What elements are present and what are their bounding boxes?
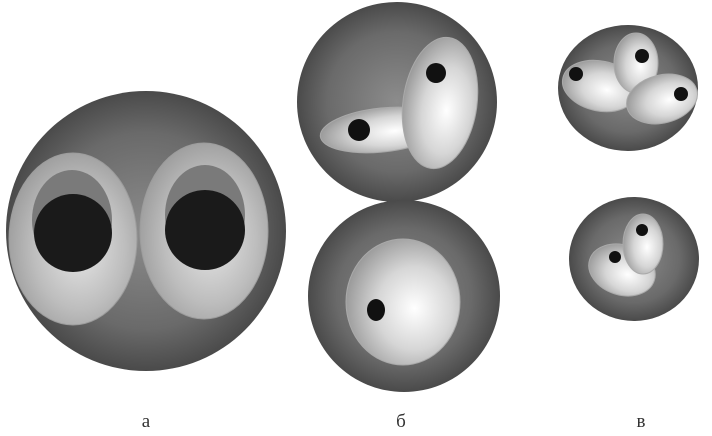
panel-label-b: б bbox=[396, 411, 406, 432]
nucleus bbox=[609, 251, 621, 263]
nucleus-left bbox=[34, 194, 112, 272]
nucleus bbox=[426, 63, 446, 83]
nucleus bbox=[367, 299, 385, 321]
nucleus bbox=[569, 67, 583, 81]
nucleus bbox=[635, 49, 649, 63]
inner-cell-top bbox=[623, 214, 663, 274]
nucleus bbox=[348, 119, 370, 141]
nucleus bbox=[674, 87, 688, 101]
panel-b-top bbox=[297, 2, 497, 202]
inner-cell bbox=[346, 239, 460, 365]
panel-label-a: а bbox=[142, 411, 151, 432]
panel-a bbox=[6, 91, 286, 371]
panel-b-bottom bbox=[308, 200, 500, 392]
panel-v-top bbox=[558, 25, 703, 151]
panel-v-bottom bbox=[569, 197, 699, 321]
nucleus bbox=[636, 224, 648, 236]
panel-label-v: в bbox=[637, 411, 646, 432]
nucleus-right bbox=[165, 190, 245, 270]
